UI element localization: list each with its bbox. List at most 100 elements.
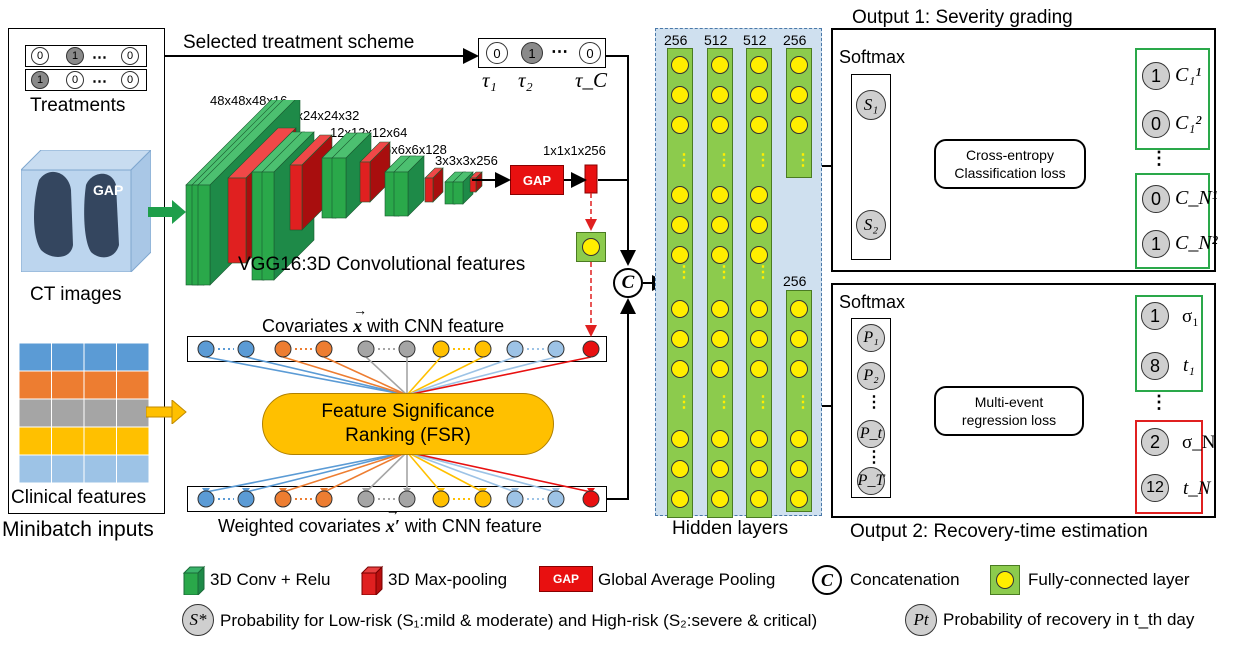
- ct-arrow: [148, 200, 188, 229]
- legend-fc-label: Fully-connected layer: [1028, 570, 1190, 589]
- covariate-node: [547, 340, 565, 358]
- sigman-value: 2: [1141, 428, 1169, 456]
- fc-neuron: [671, 430, 689, 448]
- covariate-node: [197, 490, 215, 508]
- fsr-block: Feature Significance Ranking (FSR): [262, 393, 554, 455]
- hidden-layers-label: Hidden layers: [672, 518, 789, 539]
- cnn-size-4: 6x6x6x128: [384, 142, 447, 157]
- legend-pool-icon: [360, 565, 384, 600]
- fsr-line-out: [205, 451, 408, 493]
- fsr-line-in: [406, 356, 516, 396]
- fsr-line-out: [406, 451, 442, 493]
- legend-conv-label: 3D Conv + Relu: [210, 570, 331, 589]
- clinical-cell: [83, 454, 117, 484]
- c12-value: 0: [1142, 110, 1170, 138]
- cnn-slab: [197, 184, 211, 286]
- clinical-cell: [18, 342, 52, 372]
- fc-neuron: [711, 460, 729, 478]
- clinical-cell: [116, 370, 150, 400]
- fsr-line-out: [406, 451, 557, 493]
- output2-vdots: ⋮: [1150, 392, 1168, 412]
- tau-1-label: τ₁: [482, 68, 497, 92]
- fc-neuron: [671, 116, 689, 134]
- treatments-label: Treatments: [30, 95, 126, 116]
- clinical-cell: [18, 426, 52, 456]
- covariate-node: [547, 490, 565, 508]
- cnn-slab: [289, 164, 303, 231]
- output1-vdots: ⋮: [1150, 148, 1168, 168]
- fc-neuron: [790, 86, 808, 104]
- fc-neuron: [750, 330, 768, 348]
- clinical-cell: [83, 426, 117, 456]
- fc-neuron: [790, 430, 808, 448]
- fc-vdots: ⋮: [676, 264, 692, 281]
- fsr-line-in: [323, 356, 408, 396]
- cnn-slab: [469, 177, 477, 193]
- gap-label: GAP: [522, 172, 552, 188]
- fsr-line-out: [406, 451, 516, 493]
- cn2-label: C_N²: [1175, 232, 1218, 254]
- svg-text:GAP: GAP: [93, 182, 123, 198]
- hidden-layer-size-2: 256: [783, 273, 807, 289]
- clinical-cell: [116, 454, 150, 484]
- fc-neuron: [750, 216, 768, 234]
- p1-node: P₁: [857, 324, 885, 352]
- t1-value: 8: [1141, 352, 1169, 380]
- covariate-node: [197, 340, 215, 358]
- covariate-node: [357, 490, 375, 508]
- fc-neuron: [790, 300, 808, 318]
- covariate-node: [237, 340, 255, 358]
- treatment-row-2: [25, 69, 147, 91]
- legend-conv-icon: [182, 565, 206, 600]
- fc-neuron: [750, 246, 768, 264]
- clinical-cell: [51, 426, 85, 456]
- fc-neuron: [750, 490, 768, 508]
- fc-neuron: [750, 430, 768, 448]
- fc-neuron: [671, 330, 689, 348]
- tau-2-label: τ₂: [518, 68, 533, 92]
- covariate-node: [474, 340, 492, 358]
- fc-vdots: ⋮: [755, 264, 771, 281]
- covariate-node: [432, 490, 450, 508]
- covariate-node: [357, 340, 375, 358]
- cnn-slab: [359, 161, 371, 203]
- fc-vdots: ⋮: [716, 394, 732, 411]
- fsr-line-out: [406, 451, 592, 493]
- fc-neuron: [711, 56, 729, 74]
- fc-vdots: ⋮: [755, 394, 771, 411]
- cnn-slab: [424, 177, 434, 203]
- cnn-slab: [393, 171, 409, 217]
- clinical-cell: [116, 398, 150, 428]
- legend-concat-label: Concatenation: [850, 570, 960, 589]
- sigman-label: σ_N: [1182, 432, 1216, 453]
- fc-vdots: ⋮: [755, 152, 771, 169]
- fc-neuron: [671, 360, 689, 378]
- clinical-cell: [51, 370, 85, 400]
- fc-neuron: [790, 116, 808, 134]
- covariate-node: [398, 340, 416, 358]
- fc-neuron: [671, 490, 689, 508]
- clinical-arrow: [145, 398, 188, 429]
- clinical-cell: [18, 454, 52, 484]
- clinical-feature-grid: [18, 342, 150, 484]
- ct-images-label: CT images: [30, 284, 122, 305]
- legend-s-label: Probability for Low-risk (S₁:mild & mode…: [220, 611, 818, 630]
- fc-neuron: [671, 216, 689, 234]
- cnn-size-6: 1x1x1x256: [543, 143, 606, 158]
- covariate-node: [274, 340, 292, 358]
- fc-neuron: [750, 116, 768, 134]
- fc-neuron: [790, 56, 808, 74]
- fsr-line-2: Ranking (FSR): [345, 425, 471, 446]
- fc-neuron: [711, 116, 729, 134]
- treatment-cell: ⋯: [92, 73, 107, 90]
- fsr-line-in: [282, 356, 408, 396]
- legend-fc-icon: [990, 565, 1020, 595]
- treatment-cell: 1: [31, 71, 49, 89]
- s1-node: S₁: [856, 90, 886, 120]
- fsr-line-in: [406, 356, 557, 396]
- fsr-line-in: [205, 356, 408, 396]
- fsr-line-in: [406, 356, 484, 396]
- pt-node: P_t: [857, 420, 885, 448]
- fsr-line-in: [365, 356, 408, 396]
